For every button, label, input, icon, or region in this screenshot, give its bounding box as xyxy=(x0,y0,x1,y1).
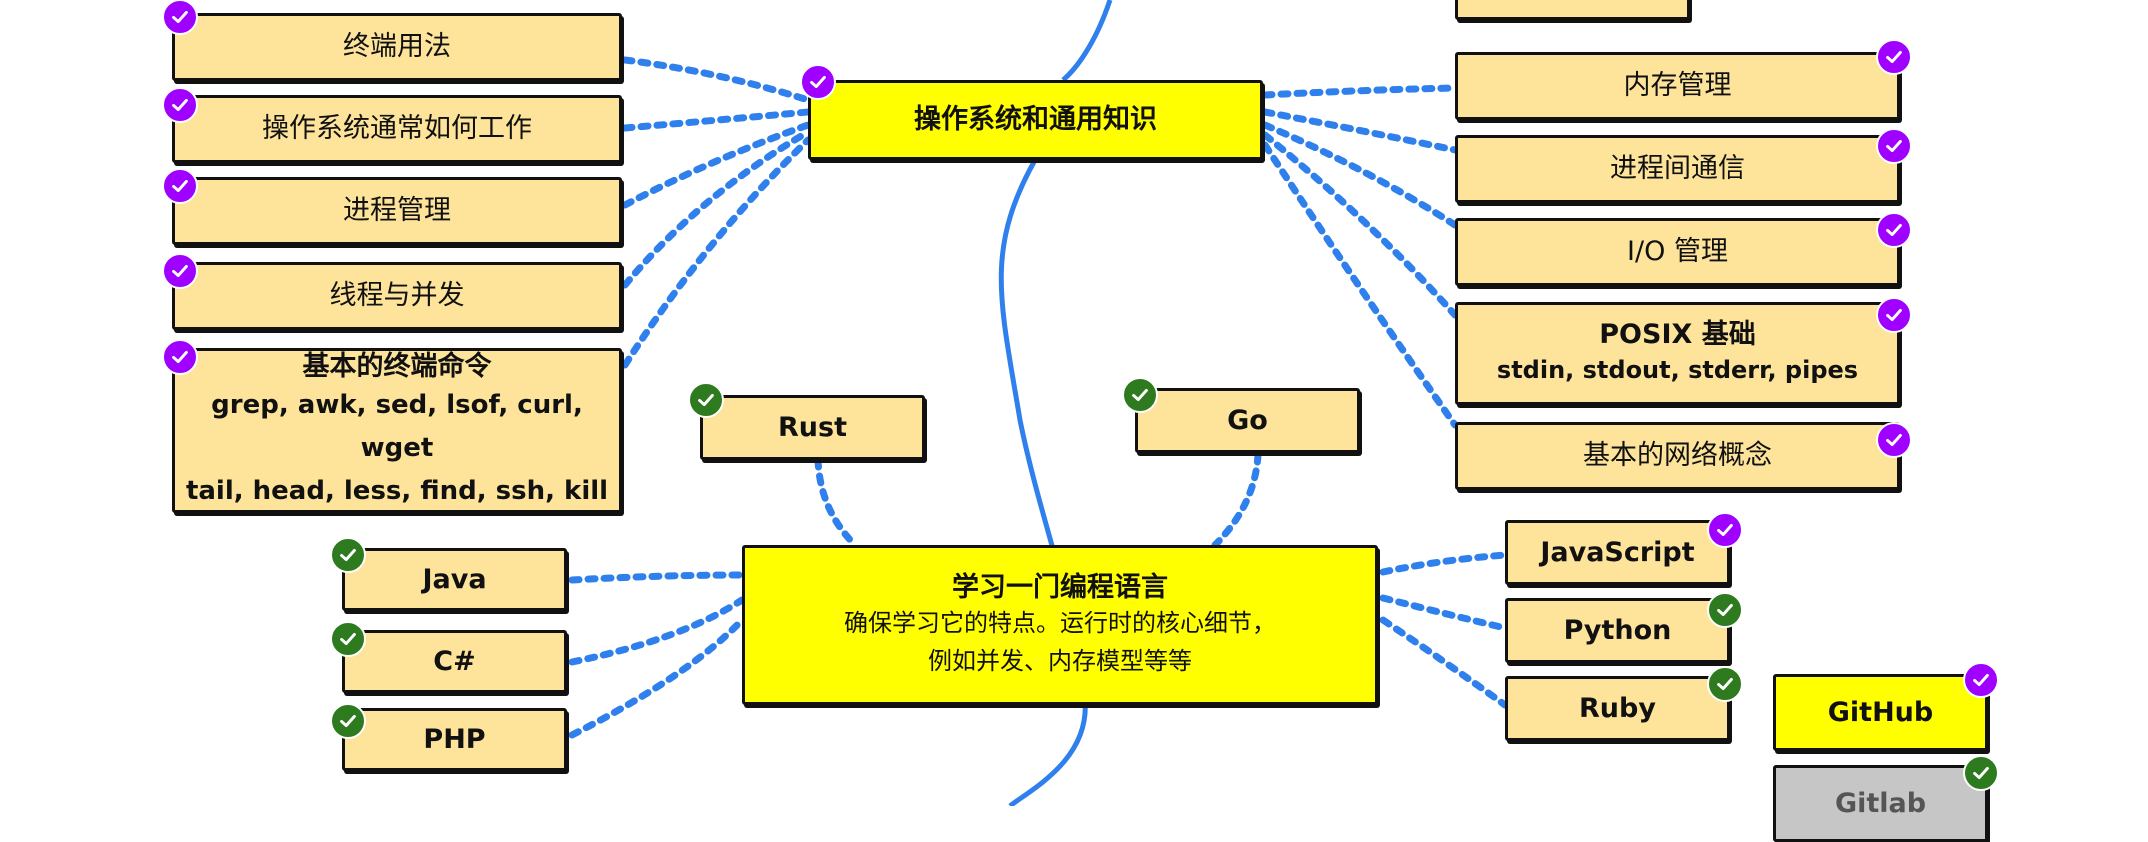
node-basic-terminal-commands[interactable]: 基本的终端命令 grep, awk, sed, lsof, curl, wget… xyxy=(172,348,622,513)
check-circle-icon xyxy=(330,537,366,573)
node-memory-management[interactable]: 内存管理 xyxy=(1455,52,1900,120)
check-circle-icon xyxy=(330,703,366,739)
connector-rust xyxy=(814,456,859,549)
node-rust[interactable]: Rust xyxy=(700,395,925,460)
node-java[interactable]: Java xyxy=(342,548,567,611)
connector-php xyxy=(568,616,746,739)
terminal-commands-line1: grep, awk, sed, lsof, curl, wget xyxy=(211,389,583,463)
check-circle-icon xyxy=(1963,755,1999,791)
node-how-os-works-label: 操作系统通常如何工作 xyxy=(262,113,532,145)
topic-language-desc-line2: 例如并发、内存模型等等 xyxy=(928,646,1192,675)
topic-learn-a-language[interactable]: 学习一门编程语言 确保学习它的特点。运行时的核心细节， 例如并发、内存模型等等 xyxy=(742,545,1378,705)
node-networking-concepts-label: 基本的网络概念 xyxy=(1583,440,1772,472)
main-timeline-curve xyxy=(998,0,1113,806)
connector-ruby xyxy=(1379,616,1509,709)
node-ipc[interactable]: 进程间通信 xyxy=(1455,135,1900,203)
node-github[interactable]: GitHub xyxy=(1773,674,1988,751)
node-threads-concurrency[interactable]: 线程与并发 xyxy=(172,262,622,330)
check-circle-icon xyxy=(688,382,724,418)
check-circle-icon xyxy=(1707,666,1743,702)
node-memory-management-label: 内存管理 xyxy=(1623,70,1732,102)
node-terminal-usage-label: 终端用法 xyxy=(343,31,451,63)
check-circle-icon xyxy=(162,87,198,123)
node-php[interactable]: PHP xyxy=(342,708,567,771)
check-circle-icon xyxy=(162,253,198,289)
node-ipc-label: 进程间通信 xyxy=(1610,153,1745,185)
check-circle-icon xyxy=(1876,422,1912,458)
connector-java xyxy=(568,571,746,584)
connector-python xyxy=(1379,594,1509,632)
connector-javascript xyxy=(1379,551,1509,576)
connector-ipc xyxy=(1261,108,1459,154)
node-javascript-label: JavaScript xyxy=(1540,536,1695,568)
posix-title: POSIX 基础 xyxy=(1599,319,1756,351)
topic-language-desc-line1: 确保学习它的特点。运行时的核心细节， xyxy=(844,609,1276,638)
check-circle-icon xyxy=(330,621,366,657)
node-python[interactable]: Python xyxy=(1505,598,1730,663)
connector-how-os-works xyxy=(621,108,812,132)
node-gitlab-label: Gitlab xyxy=(1834,788,1927,819)
check-circle-icon xyxy=(1707,512,1743,548)
node-threads-concurrency-label: 线程与并发 xyxy=(329,280,465,312)
node-javascript[interactable]: JavaScript xyxy=(1505,520,1730,585)
terminal-commands-title: 基本的终端命令 xyxy=(302,350,492,382)
node-gitlab[interactable]: Gitlab xyxy=(1773,765,1988,842)
check-circle-icon xyxy=(162,0,198,35)
connector-posix xyxy=(1261,131,1459,319)
node-java-label: Java xyxy=(422,563,487,595)
node-io-management[interactable]: I/O 管理 xyxy=(1455,218,1900,286)
terminal-commands-line2: tail, head, less, find, ssh, kill xyxy=(185,475,609,506)
node-go-label: Go xyxy=(1227,404,1268,436)
node-ruby[interactable]: Ruby xyxy=(1505,676,1730,741)
connector-terminal-usage xyxy=(621,56,812,104)
node-how-os-works[interactable]: 操作系统通常如何工作 xyxy=(172,95,622,163)
topic-language-title: 学习一门编程语言 xyxy=(952,572,1168,604)
check-circle-icon xyxy=(800,64,836,100)
check-circle-icon xyxy=(162,168,198,204)
node-process-management-label: 进程管理 xyxy=(343,195,451,227)
node-github-label: GitHub xyxy=(1827,696,1934,728)
node-php-label: PHP xyxy=(423,723,486,755)
check-circle-icon xyxy=(1876,212,1912,248)
node-terminal-usage[interactable]: 终端用法 xyxy=(172,13,622,81)
topic-os-general-knowledge[interactable]: 操作系统和通用知识 xyxy=(808,80,1263,160)
node-networking-concepts[interactable]: 基本的网络概念 xyxy=(1455,422,1900,490)
node-process-management[interactable]: 进程管理 xyxy=(172,177,622,245)
check-circle-icon xyxy=(1876,128,1912,164)
node-csharp-label: C# xyxy=(433,645,476,677)
node-csharp[interactable]: C# xyxy=(342,630,567,693)
check-circle-icon xyxy=(162,339,198,375)
connector-memory xyxy=(1261,84,1459,99)
node-rust-label: Rust xyxy=(778,411,847,443)
topic-os-label: 操作系统和通用知识 xyxy=(914,104,1157,136)
dotted-connectors xyxy=(568,56,1509,739)
connector-networking xyxy=(1261,141,1459,429)
posix-subtitle: stdin, stdout, stderr, pipes xyxy=(1496,356,1859,385)
connector-io xyxy=(1261,121,1459,229)
partial-node-top[interactable] xyxy=(1455,0,1690,20)
node-io-management-label: I/O 管理 xyxy=(1627,236,1728,268)
connector-go xyxy=(1211,451,1262,549)
check-circle-icon xyxy=(1963,662,1999,698)
connector-threads xyxy=(621,128,812,289)
check-circle-icon xyxy=(1876,297,1912,333)
check-circle-icon xyxy=(1876,39,1912,75)
check-circle-icon xyxy=(1707,592,1743,628)
node-ruby-label: Ruby xyxy=(1579,692,1656,724)
check-circle-icon xyxy=(1122,377,1158,413)
node-posix-basics[interactable]: POSIX 基础 stdin, stdout, stderr, pipes xyxy=(1455,302,1900,405)
node-go[interactable]: Go xyxy=(1135,388,1360,453)
node-python-label: Python xyxy=(1563,614,1672,646)
connector-terminal-commands xyxy=(621,136,812,369)
connector-layer xyxy=(568,0,1509,806)
connector-csharp xyxy=(568,596,746,666)
connector-process-mgmt xyxy=(621,121,812,209)
